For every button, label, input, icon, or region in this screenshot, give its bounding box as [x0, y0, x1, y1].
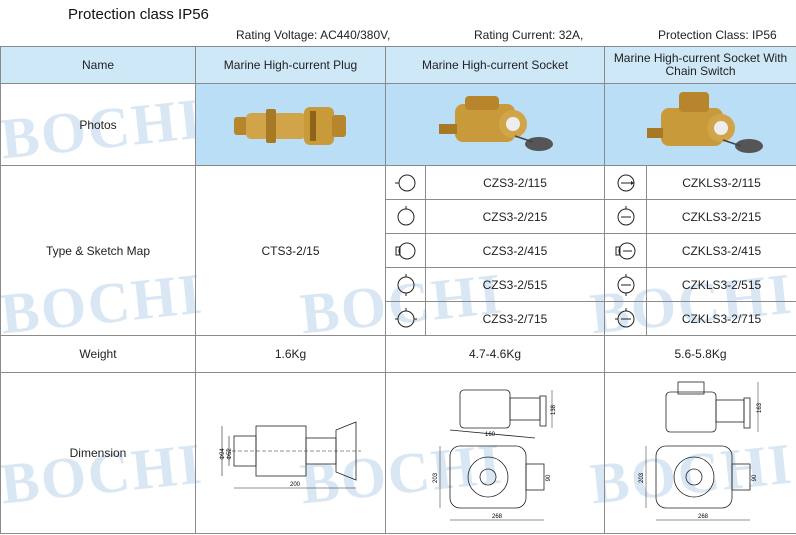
socket-dimension-drawing: 138 160 203 90 268	[385, 372, 605, 534]
socket-sketch-icon	[385, 199, 426, 234]
weight-row: Weight 1.6Kg 4.7-4.6Kg 5.6-5.8Kg	[0, 335, 796, 373]
type-row: CZS3-2/515 CZKLS3-2/515	[1, 267, 796, 302]
switch-type-1: CZKLS3-2/115	[645, 165, 796, 200]
spec-table: Name Marine High-current Plug Marine Hig…	[0, 46, 796, 534]
socket-type-2: CZS3-2/215	[425, 199, 605, 234]
socket-sketch-icon	[385, 267, 426, 302]
rating-voltage: Rating Voltage: AC440/380V,	[236, 28, 391, 42]
socket-type-3: CZS3-2/415	[425, 233, 605, 268]
switch-sketch-icon	[604, 199, 647, 234]
switch-sketch-icon	[604, 165, 647, 200]
socket-drawing: 138 160 203 90 268	[433, 389, 557, 521]
switch-sketch-icon	[604, 301, 647, 336]
chain-switch-dimension-drawing: 163 203 90 268	[603, 372, 796, 534]
plug-dimension-drawing: Φ94 Φ52 200	[195, 372, 386, 534]
switch-width-small-label: 90	[752, 474, 758, 481]
socket-type-5: CZS3-2/715	[425, 301, 605, 336]
photos-row: Photos	[0, 83, 796, 166]
col-plug-header: Marine High-current Plug	[195, 46, 386, 84]
plug-diam-outer-label: Φ94	[220, 448, 226, 460]
socket-height-top-label: 138	[551, 404, 557, 415]
chain-switch-photo-image	[646, 91, 763, 153]
socket-weight: 4.7-4.6Kg	[385, 335, 605, 373]
col-name-header: Name	[0, 46, 196, 84]
row-label-dimension: Dimension	[0, 372, 196, 534]
socket-type-4: CZS3-2/515	[425, 267, 605, 302]
chain-switch-photo	[603, 83, 796, 166]
type-row: CZS3-2/215 CZKLS3-2/215	[1, 199, 796, 234]
socket-sketch-icon	[385, 165, 426, 200]
plug-photo-image	[233, 106, 346, 145]
page-title: Protection class IP56	[68, 6, 209, 23]
socket-sketch-icon	[385, 233, 426, 268]
socket-width-small-label: 90	[546, 474, 552, 481]
plug-photo	[195, 83, 386, 166]
switch-height-label: 203	[639, 472, 645, 483]
switch-type-5: CZKLS3-2/715	[645, 301, 796, 336]
row-label-weight: Weight	[0, 335, 196, 373]
switch-height-top-label: 163	[757, 402, 763, 413]
socket-height-label: 203	[433, 472, 439, 483]
col-socket-header: Marine High-current Socket	[385, 46, 605, 84]
switch-type-2: CZKLS3-2/215	[645, 199, 796, 234]
chain-switch-drawing: 163 203 90 268	[639, 381, 763, 521]
socket-width-label: 268	[492, 514, 503, 520]
chain-switch-weight: 5.6-5.8Kg	[603, 335, 796, 373]
socket-type-1: CZS3-2/115	[425, 165, 605, 200]
plug-weight: 1.6Kg	[195, 335, 386, 373]
switch-width-label: 268	[697, 514, 708, 520]
row-label-photos: Photos	[0, 83, 196, 166]
switch-type-4: CZKLS3-2/515	[645, 267, 796, 302]
row-label-type: Type & Sketch Map	[0, 165, 196, 336]
plug-type: CTS3-2/15	[195, 165, 386, 336]
plug-length-label: 200	[289, 482, 300, 488]
rating-protection: Protection Class: IP56	[658, 28, 777, 42]
socket-photo	[385, 83, 605, 166]
plug-drawing: Φ94 Φ52 200	[220, 421, 361, 489]
switch-sketch-icon	[604, 233, 647, 268]
socket-depth-label: 160	[485, 432, 496, 438]
type-row: CZS3-2/715 CZKLS3-2/715	[1, 301, 796, 336]
socket-photo-image	[439, 95, 553, 151]
header-row: Name Marine High-current Plug Marine Hig…	[0, 46, 796, 84]
dimension-row: Dimension Φ94 Φ52 200	[0, 372, 796, 534]
switch-sketch-icon	[604, 267, 647, 302]
socket-sketch-icon	[385, 301, 426, 336]
plug-diam-inner-label: Φ52	[227, 448, 233, 460]
type-row: Type & Sketch Map CTS3-2/15 CZS3-2/115 C…	[0, 165, 796, 336]
switch-type-3: CZKLS3-2/415	[645, 233, 796, 268]
col-chain-switch-header: Marine High-current Socket With Chain Sw…	[603, 46, 796, 84]
rating-current: Rating Current: 32A,	[474, 28, 584, 42]
